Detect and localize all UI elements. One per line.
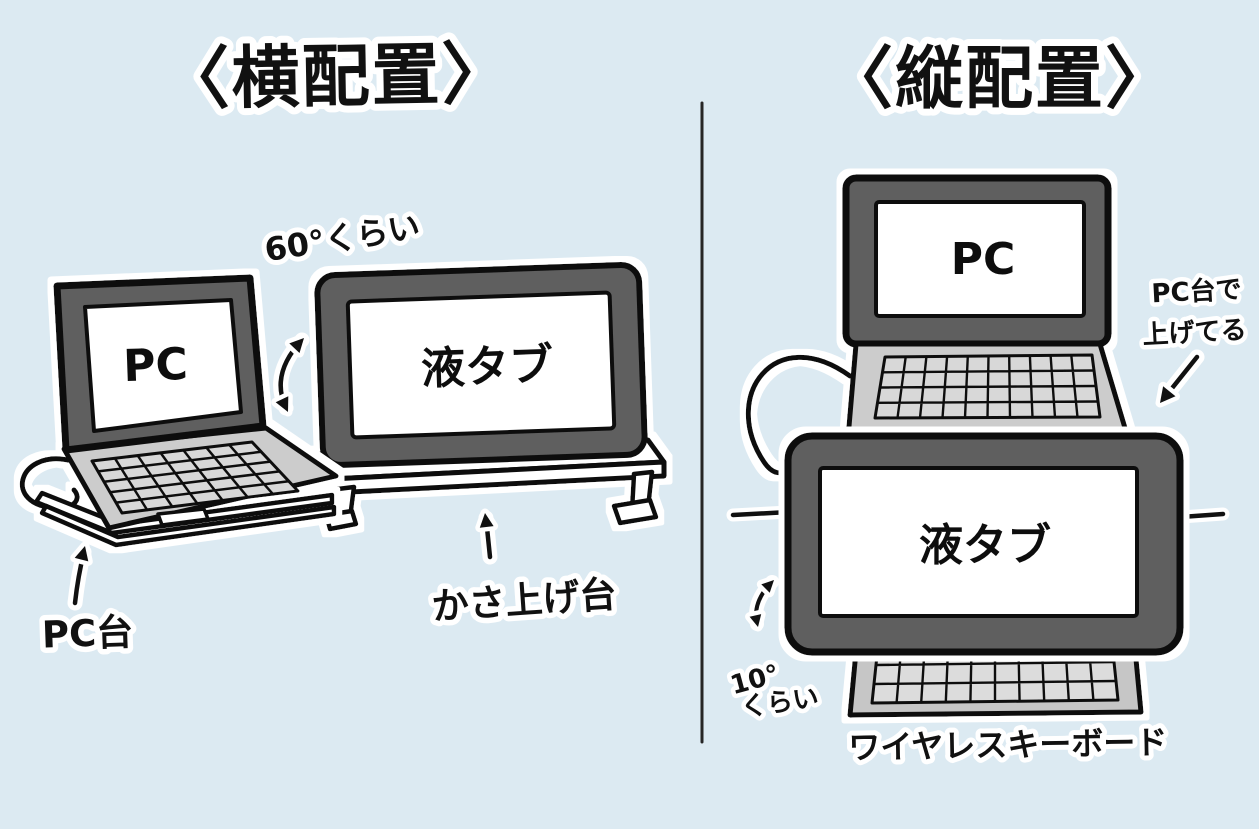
label-stand-note-2: 上げてる	[1142, 315, 1247, 350]
right-title: 〈縦配置〉	[825, 40, 1175, 119]
laptop-keyboard-left	[61, 425, 339, 531]
pen-tablet-right: 液タブ	[784, 432, 1184, 656]
cable-right	[745, 354, 853, 476]
laptop-right-group: PC	[745, 174, 1131, 476]
right-section: 〈縦配置〉 PC	[723, 33, 1252, 772]
label-wireless-keyboard: ワイヤレスキーボード	[848, 723, 1168, 767]
laptop-left-group: PC	[19, 274, 339, 548]
laptop-screen-right: PC	[842, 174, 1112, 348]
label-pc-stand: PC台	[41, 610, 134, 656]
tablet-screen-right	[818, 466, 1139, 618]
deck-notch	[156, 507, 210, 527]
angle-arrow-60	[271, 332, 310, 417]
laptop-screen-left: PC	[53, 274, 267, 454]
tablet-screen-label-right: 液タブ	[919, 520, 1051, 571]
left-section: 〈横配置〉 液タブ	[19, 28, 667, 662]
desk-line-right	[1174, 507, 1230, 524]
pen-tablet-left: 液タブ	[314, 262, 648, 468]
tablet-screen-left	[345, 290, 617, 440]
left-title: 〈横配置〉	[161, 35, 512, 120]
arrow-stand-note	[1155, 349, 1205, 408]
laptop-keyboard-right	[845, 341, 1131, 441]
laptop-screen-label-right: PC	[951, 234, 1016, 285]
angle-arrow-10	[745, 575, 779, 632]
laptop-screen-label-left: PC	[122, 339, 188, 392]
arrow-pc-stand	[67, 541, 93, 611]
label-stand-note-1: PC台で	[1151, 274, 1243, 310]
desk-line-left	[726, 505, 796, 522]
tablet-screen-label-left: 液タブ	[420, 339, 554, 395]
arrow-riser	[475, 508, 499, 565]
